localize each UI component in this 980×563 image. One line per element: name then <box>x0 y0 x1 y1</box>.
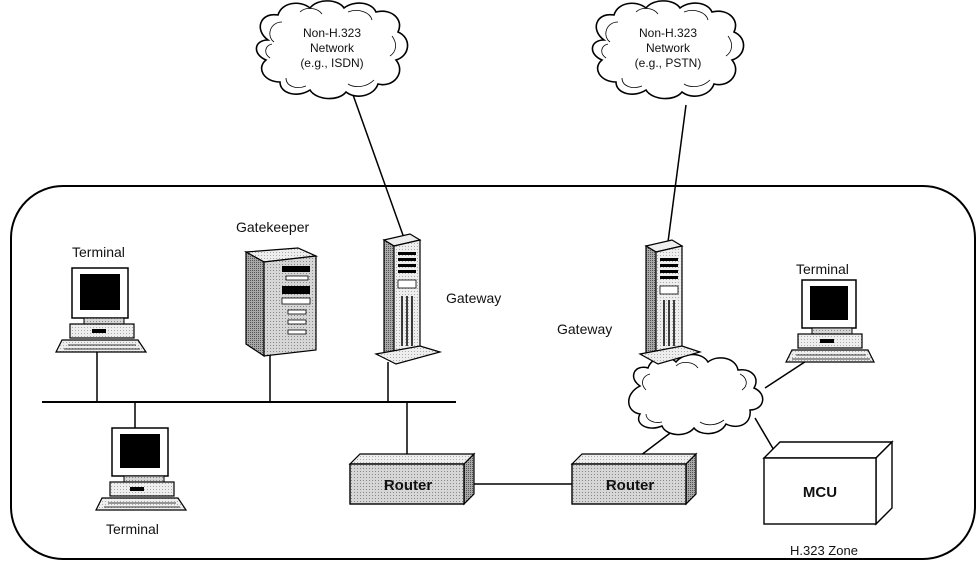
cloud-pstn-line-1: Non-H.323 <box>639 26 697 40</box>
cloud-isdn: Non-H.323 Network (e.g., ISDN) <box>255 0 409 100</box>
cloud-pstn-line-3: (e.g., PSTN) <box>635 56 702 70</box>
terminal-bottom-left-label: Terminal <box>106 521 159 537</box>
h323-zone-boundary <box>10 185 976 560</box>
cloud-isdn-line-2: Network <box>310 41 355 55</box>
gatekeeper-label: Gatekeeper <box>236 219 309 235</box>
terminal-top-left: Terminal <box>55 244 148 353</box>
gateway-left: Gateway <box>374 233 501 365</box>
router-left-label: Router <box>384 477 432 494</box>
cloud-isdn-line-1: Non-H.323 <box>303 26 361 40</box>
router-left: Router <box>348 452 476 506</box>
link-isdn-gateway <box>351 91 405 239</box>
cloud-pstn: Non-H.323 Network (e.g., PSTN) <box>591 0 745 100</box>
router-right-label: Router <box>606 477 654 494</box>
terminal-right-label: Terminal <box>796 261 849 277</box>
terminal-right: Terminal <box>785 261 875 363</box>
gateway-left-label: Gateway <box>446 290 501 306</box>
mcu-label: MCU <box>803 484 837 501</box>
gateway-right-label: Gateway <box>557 321 612 337</box>
cloud-isdn-line-3: (e.g., ISDN) <box>300 56 363 70</box>
zone-label: H.323 Zone <box>790 543 858 558</box>
gateway-right: Gateway <box>557 239 703 365</box>
gatekeeper: Gatekeeper <box>236 219 319 358</box>
cloud-pstn-line-2: Network <box>646 41 691 55</box>
cloud-internal <box>628 353 764 436</box>
link-pstn-gateway <box>667 104 687 243</box>
link-cloud-mcu <box>754 417 776 453</box>
terminal-top-left-label: Terminal <box>72 244 125 260</box>
mcu: MCU <box>762 440 894 526</box>
terminal-bottom-left: Terminal <box>95 427 188 537</box>
router-right: Router <box>570 452 698 506</box>
